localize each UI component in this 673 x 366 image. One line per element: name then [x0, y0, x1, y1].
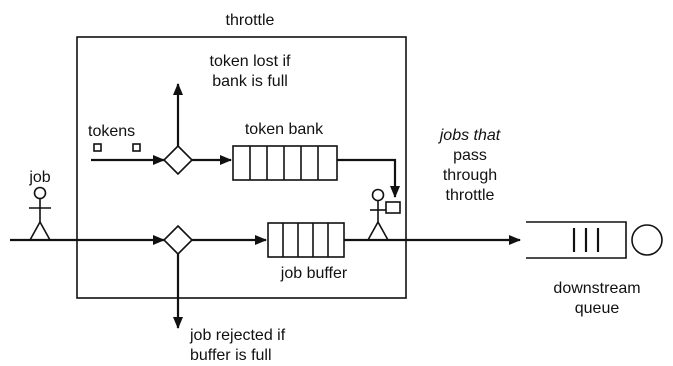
tokens-label: tokens: [88, 123, 135, 140]
job-rejected-label-line1: job rejected if: [189, 327, 286, 344]
throttle-title: throttle: [226, 12, 275, 29]
job-buffer: [268, 223, 344, 257]
token-bank-label: token bank: [245, 121, 324, 138]
job-decision-diamond: [164, 226, 192, 254]
passing-label-line2: pass: [453, 147, 487, 164]
token-square: [94, 144, 101, 151]
bank-to-gate-arrow: [337, 160, 395, 197]
job-label: job: [28, 169, 50, 186]
downstream-label-line1: downstream: [553, 280, 640, 297]
downstream-label-line2: queue: [575, 300, 620, 317]
job-figure: [29, 188, 51, 241]
token-lost-label-line2: bank is full: [212, 73, 288, 90]
token-lost-label-line1: token lost if: [210, 53, 291, 70]
passing-label-line3: through: [443, 167, 497, 184]
downstream-queue: [526, 222, 662, 258]
token-bank: [233, 146, 337, 180]
passing-label-line1: jobs that: [438, 127, 501, 144]
token-square: [133, 144, 140, 151]
server-circle: [632, 225, 662, 255]
gate-figure: [368, 190, 400, 241]
job-rejected-label-line2: buffer is full: [190, 347, 272, 364]
token-decision-diamond: [164, 146, 192, 174]
passing-label-line4: throttle: [446, 187, 495, 204]
job-buffer-label: job buffer: [280, 265, 348, 282]
